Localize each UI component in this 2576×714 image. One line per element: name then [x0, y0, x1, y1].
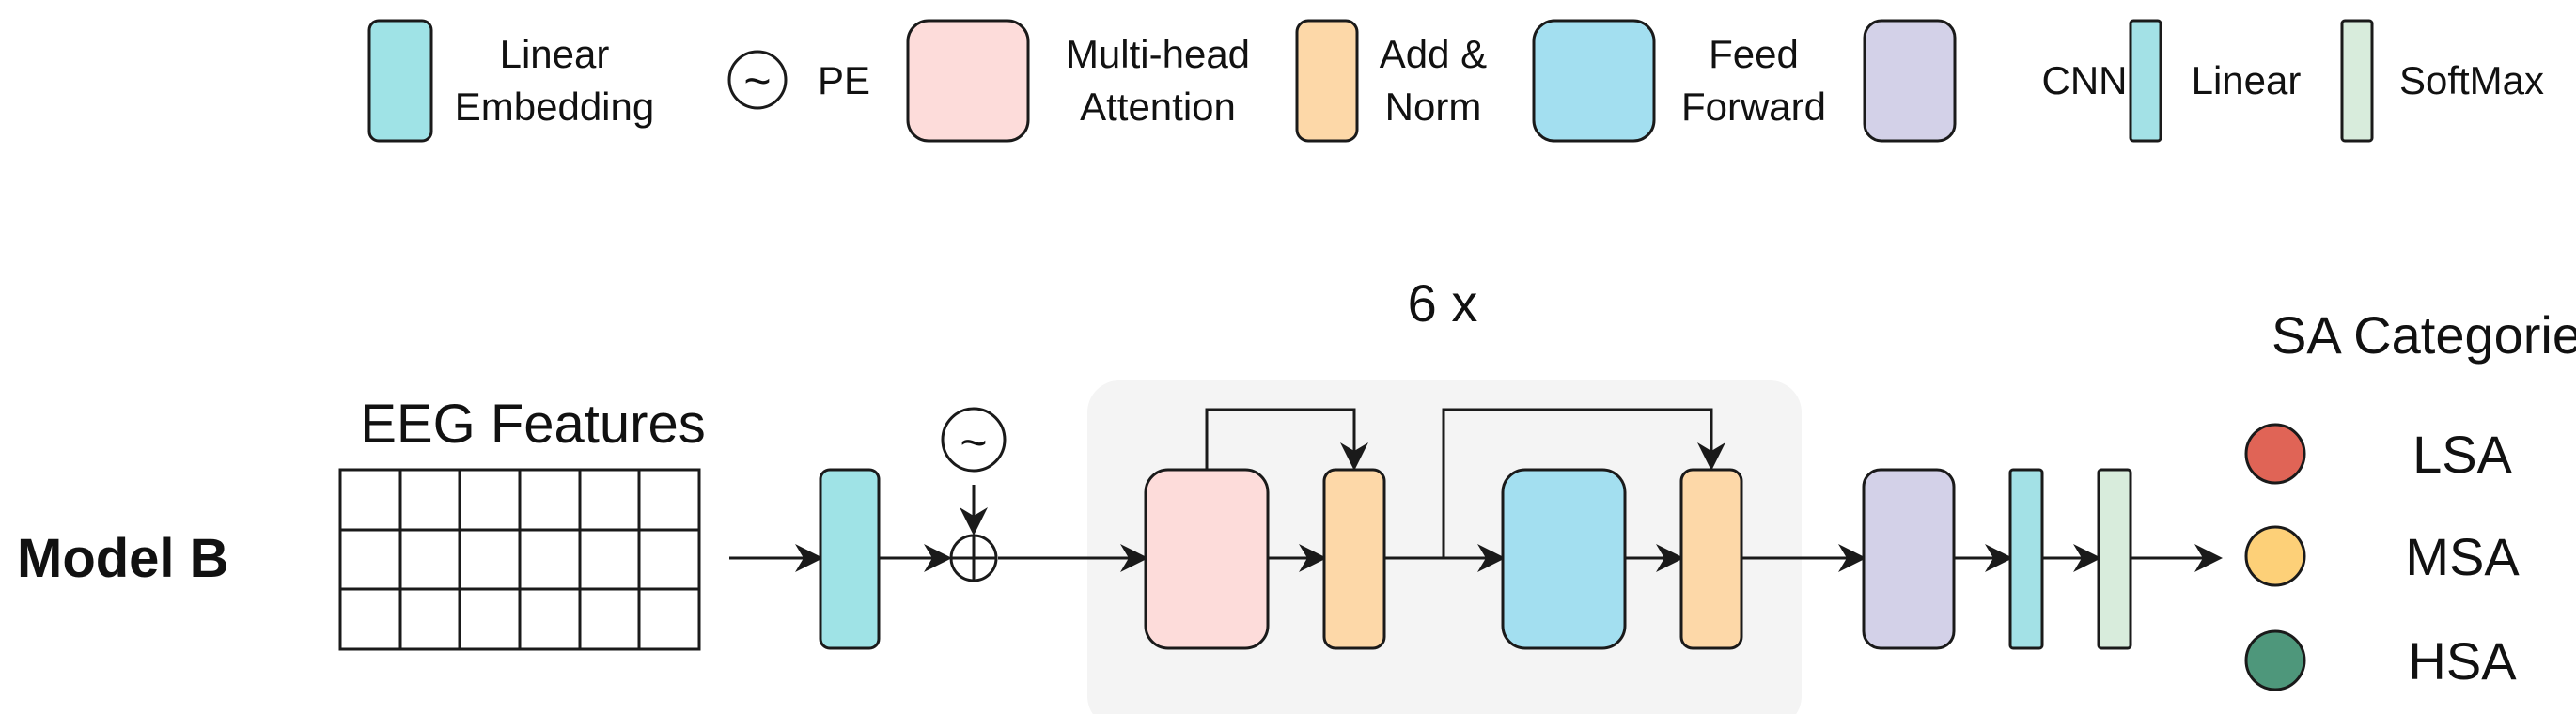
legend-pe-icon	[727, 50, 788, 110]
legend-add-norm-swatch	[1295, 19, 1359, 143]
legend-add-norm-label-2: Norm	[1385, 85, 1482, 129]
sum-node-icon	[949, 534, 998, 582]
legend-feed-forward-label: Feed	[1709, 32, 1799, 76]
model-label: Model B	[17, 528, 229, 589]
legend-pe-symbol: ~	[743, 54, 771, 107]
feed-forward-block	[1501, 468, 1627, 650]
lsa-indicator	[2244, 423, 2306, 485]
legend-feed-forward-swatch	[1532, 19, 1656, 143]
legend-multi-head-attention-swatch	[906, 19, 1030, 143]
add-norm-block-2	[1679, 468, 1743, 650]
legend-pe-label: PE	[818, 58, 870, 102]
legend-softmax-label: SoftMax	[2399, 58, 2544, 102]
legend: Linear Embedding ~ PE Multi-head Attenti…	[367, 19, 2544, 143]
legend-cnn-label: CNN	[2042, 58, 2128, 102]
add-norm-block-1	[1322, 468, 1386, 650]
legend-linear-swatch	[2129, 19, 2162, 143]
legend-feed-forward-label-2: Forward	[1681, 85, 1826, 129]
flow-arrows	[729, 408, 2223, 572]
output-title: SA Categories	[2272, 305, 2576, 365]
repeat-label: 6 x	[1408, 273, 1478, 333]
linear-embedding-block	[819, 468, 881, 650]
cnn-block	[1862, 468, 1956, 650]
eeg-feature-grid	[338, 468, 701, 651]
legend-cnn-swatch	[1863, 19, 1957, 143]
legend-softmax-swatch	[2340, 19, 2374, 143]
input-label: EEG Features	[360, 394, 705, 455]
hsa-indicator	[2244, 629, 2306, 691]
pe-symbol: ~	[960, 416, 987, 469]
legend-linear-embedding-swatch	[367, 19, 433, 143]
legend-multi-head-attention-label-2: Attention	[1080, 85, 1236, 129]
category-hsa: HSA	[2408, 631, 2517, 691]
legend-multi-head-attention-label: Multi-head	[1066, 32, 1250, 76]
category-msa: MSA	[2405, 527, 2520, 586]
legend-linear-embedding-label-2: Embedding	[455, 85, 654, 129]
legend-add-norm-label: Add &	[1380, 32, 1487, 76]
linear-block	[2008, 468, 2044, 650]
category-lsa: LSA	[2412, 425, 2512, 484]
legend-linear-embedding-label: Linear	[500, 32, 610, 76]
softmax-block	[2097, 468, 2132, 650]
multi-head-attention-block	[1144, 468, 1270, 650]
pe-icon	[941, 407, 1007, 473]
msa-indicator	[2244, 525, 2306, 587]
legend-linear-label: Linear	[2192, 58, 2302, 102]
